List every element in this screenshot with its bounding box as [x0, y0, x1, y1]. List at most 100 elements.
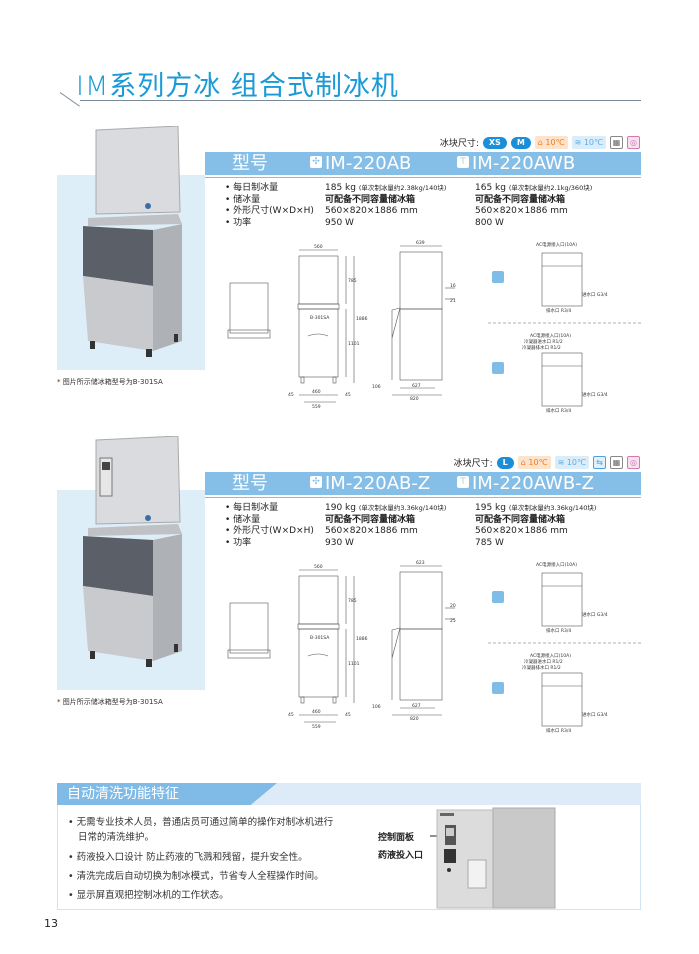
- dim-bin-height: 1101: [348, 341, 360, 347]
- bin-top-view: [227, 602, 271, 659]
- label-chemical-inlet: 药液投入口: [378, 851, 424, 861]
- air-cooled-icon: [492, 271, 504, 283]
- spec-air-storage: 可配备不同容量储冰箱: [325, 195, 415, 207]
- dim-base: 559: [312, 724, 321, 730]
- page-title: IM系列方冰 组合式制冰机: [76, 71, 399, 102]
- pipe-label-power: AC电源接入口(10A): [530, 652, 571, 659]
- spec-label: • 外形尺寸(W×D×H): [225, 526, 314, 536]
- spec-note: (单次制冰量约2.1kg/360块): [508, 184, 593, 192]
- title-divider: [80, 100, 641, 101]
- spec-air-daily: 190 kg (单次制冰量约3.36kg/140块): [325, 503, 446, 515]
- spec-value: 950 W: [325, 217, 354, 228]
- dim-side-b: 21: [450, 298, 456, 304]
- fan-icon: ✣: [310, 156, 322, 168]
- building-icon: ⌂: [520, 458, 526, 467]
- building-icon: ⌂: [537, 138, 543, 147]
- pipe-label-water-in: 进水口 G3/4: [582, 391, 608, 398]
- spec-value: 可配备不同容量储冰箱: [325, 194, 416, 205]
- dim-total-height: 1886: [356, 316, 368, 322]
- dim-base: 559: [312, 404, 321, 410]
- ice-size-row: 冰块尺寸:L ⌂ 10℃ ≋ 10℃ ⇆ ▦ ◎: [454, 456, 640, 469]
- spec-water-storage: 可配备不同容量储冰箱: [475, 195, 565, 207]
- dim-offset: 106: [372, 384, 381, 390]
- dim-top-height: 785: [348, 598, 357, 604]
- spec-water-size: 560×820×1886 mm: [475, 206, 568, 218]
- dim-top-height: 785: [348, 278, 357, 284]
- control-board-icon: ▦: [610, 136, 623, 149]
- dim-feet: 460: [312, 389, 321, 395]
- cycle-icon: ⇆: [593, 456, 606, 469]
- control-board-icon: ▦: [610, 456, 623, 469]
- spec-value: 195 kg: [475, 503, 506, 513]
- ice-size-badge: L: [496, 456, 514, 469]
- spec-label: • 每日制冰量: [225, 503, 279, 513]
- pipe-label-water-in: 进水口 G3/4: [582, 291, 608, 298]
- spec-value: 785 W: [475, 537, 504, 548]
- spec-note: (单次制冰量约3.36kg/140块): [358, 504, 447, 512]
- bin-top-view: [227, 282, 271, 339]
- spec-label: • 每日制冰量: [225, 183, 279, 193]
- page-number: 13: [44, 917, 58, 930]
- control-panel-photo: [430, 807, 556, 909]
- dim-side: 45: [345, 392, 351, 398]
- spec-water-daily: 165 kg (单次制冰量约2.1kg/360块): [475, 183, 592, 195]
- faucet-icon: ⊤: [457, 476, 469, 488]
- spec-note: (单次制冰量约3.36kg/140块): [508, 504, 597, 512]
- spec-air-power: 930 W: [325, 538, 354, 550]
- model-header-label: 型号: [232, 153, 268, 174]
- spec-value: 可配备不同容量储冰箱: [475, 194, 566, 205]
- bin-model-label: B-301SA: [310, 315, 330, 321]
- air-cooled-rear-view: [541, 252, 583, 307]
- ice-size-badge: XS: [482, 136, 507, 149]
- model-water-cooled: IM-220AWB-Z: [472, 473, 594, 494]
- header-underline: [205, 177, 641, 178]
- dim-feet: 460: [312, 709, 321, 715]
- spec-label: • 储冰量: [225, 514, 261, 525]
- water-temp-badge: ≋ 10℃: [571, 136, 606, 149]
- pipe-label-drain: 排水口 R3/4: [546, 727, 571, 734]
- dim-width: 560: [314, 564, 323, 570]
- spec-air-power: 950 W: [325, 218, 354, 230]
- feature-bullet-cont: 日常的清洗维护。: [78, 832, 155, 843]
- features-title: 自动清洗功能特征: [57, 783, 277, 805]
- dim-depth: 627: [412, 703, 421, 709]
- spec-label: • 外形尺寸(W×D×H): [225, 206, 314, 216]
- spec-value: 560×820×1886 mm: [475, 206, 568, 216]
- photo-caption: * 图片所示储冰箱型号为B-301SA: [57, 698, 163, 706]
- spec-water-power: 800 W: [475, 218, 504, 230]
- dim-depth-total: 820: [410, 716, 419, 722]
- feature-bullet: • 药液投入口设计 防止药液的飞溅和残留，提升安全性。: [68, 852, 308, 863]
- model-header-bar: 型号 ✣IM-220AB ⊤IM-220AWB: [205, 152, 641, 175]
- pipe-label-drain: 排水口 R3/4: [546, 627, 571, 634]
- model-header-label: 型号: [232, 473, 268, 494]
- model-air-cooled: IM-220AB-Z: [325, 473, 431, 494]
- spec-value: 185 kg: [325, 183, 356, 193]
- front-view: [297, 569, 355, 723]
- feature-bullet: • 清洗完成后自动切换为制冰模式，节省专人全程操作时间。: [68, 871, 324, 882]
- dim-side-a: 16: [450, 283, 456, 289]
- pipe-label-cond-out: 冷凝器排水口 R1/2: [522, 664, 561, 671]
- pipe-label-water-in: 进水口 G3/4: [582, 611, 608, 618]
- air-cooled-rear-view: [541, 572, 583, 627]
- dim-total-height: 1886: [356, 636, 368, 642]
- spec-water-size: 560×820×1886 mm: [475, 526, 568, 538]
- air-temp-badge: ⌂ 10℃: [517, 456, 551, 469]
- dim-side: 45: [288, 392, 294, 398]
- spec-value: 可配备不同容量储冰箱: [325, 514, 416, 525]
- ice-size-label: 冰块尺寸:: [439, 139, 479, 149]
- water-temp: 10℃: [583, 138, 603, 147]
- spec-value: 560×820×1886 mm: [325, 206, 418, 216]
- water-icon: ≋: [557, 458, 565, 467]
- spec-water-daily: 195 kg (单次制冰量约3.36kg/140块): [475, 503, 596, 515]
- pipe-label-drain: 排水口 R3/4: [546, 407, 571, 414]
- spec-value: 930 W: [325, 537, 354, 548]
- fan-icon: ✣: [310, 476, 322, 488]
- dimension-drawings: 560 785 1886 1101 B-301SA 460 559 45 45 …: [227, 560, 641, 734]
- spec-note: (单次制冰量约2.38kg/140块): [358, 184, 447, 192]
- water-temp: 10℃: [566, 458, 586, 467]
- water-cooled-icon: [492, 682, 504, 694]
- spec-value: 560×820×1886 mm: [325, 526, 418, 536]
- spec-label: • 功率: [225, 537, 252, 548]
- water-cooled-icon: [492, 362, 504, 374]
